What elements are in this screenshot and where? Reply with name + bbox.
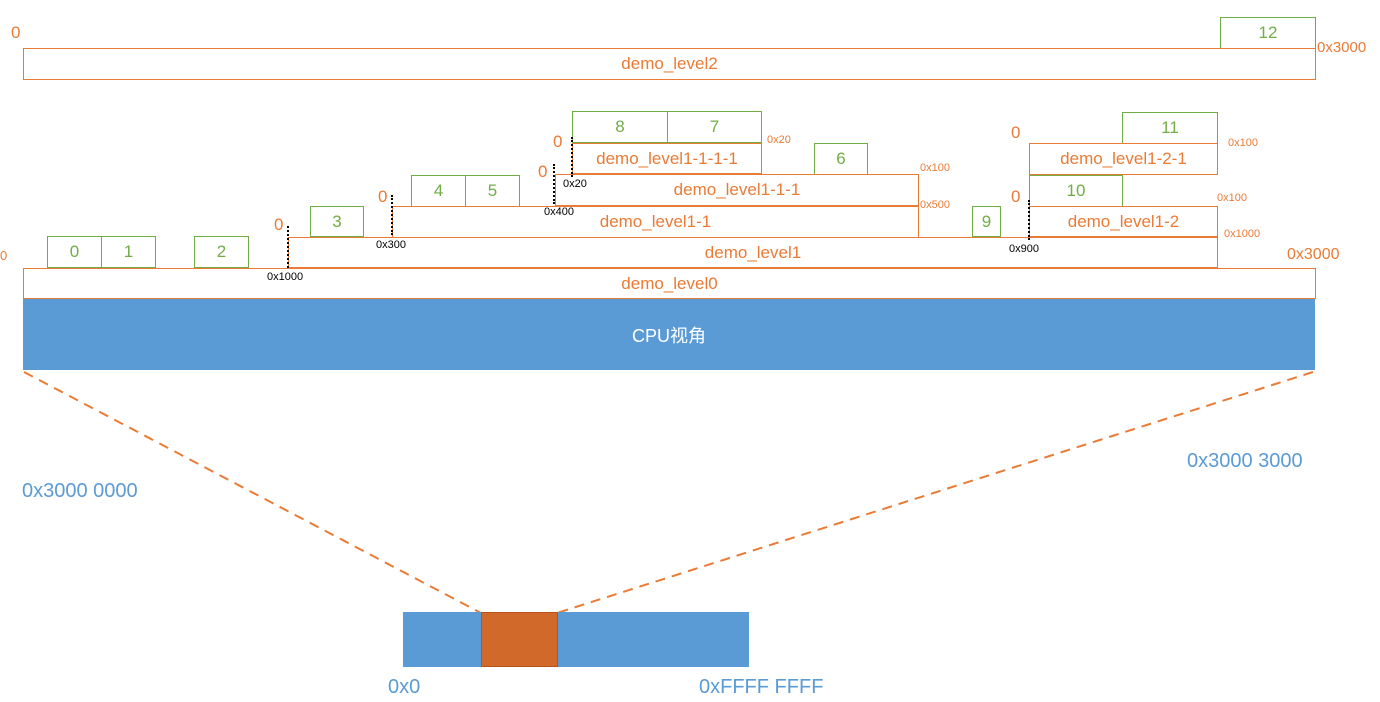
level1-end-label: 0x1000 bbox=[1224, 228, 1261, 240]
memory-bar-right bbox=[558, 612, 749, 667]
box-1: 1 bbox=[101, 236, 156, 268]
box-7: 7 bbox=[667, 111, 762, 143]
level1-1-1-offset-label: 0x400 bbox=[544, 206, 574, 218]
box-11: 11 bbox=[1122, 112, 1218, 144]
region-demo-level0: demo_level0 bbox=[23, 268, 1316, 299]
cpu-view-bar: CPU视角 bbox=[23, 299, 1315, 370]
box-12: 12 bbox=[1220, 17, 1316, 49]
level1-2-1-end-label: 0x100 bbox=[1228, 137, 1258, 149]
level1-1-1-1-start-label: 0 bbox=[553, 132, 563, 151]
memory-end-address: 0xFFFF FFFF bbox=[699, 676, 824, 698]
memory-start-address: 0x0 bbox=[388, 676, 421, 698]
level0-end-label: 0x3000 bbox=[1287, 246, 1340, 263]
window-end-address: 0x3000 3000 bbox=[1187, 450, 1303, 472]
level1-1-1-start-label: 0 bbox=[538, 162, 548, 181]
memory-bar-left bbox=[403, 612, 481, 667]
region-demo-level1-1-1: demo_level1-1-1 bbox=[555, 174, 919, 206]
level2-end-label: 0x3000 bbox=[1317, 39, 1367, 56]
connector-left-line bbox=[23, 371, 482, 614]
level1-2-start-label: 0 bbox=[1011, 187, 1021, 206]
level1-1-1-end-label: 0x100 bbox=[920, 162, 950, 174]
box-10: 10 bbox=[1029, 175, 1123, 207]
level1-1-1-1-offset-label: 0x20 bbox=[563, 178, 587, 190]
level1-2-offset-label: 0x900 bbox=[1009, 243, 1039, 255]
box-4: 4 bbox=[411, 175, 466, 207]
box-5: 5 bbox=[465, 175, 520, 207]
level1-2-offset-marker bbox=[1028, 200, 1030, 240]
box-3: 3 bbox=[310, 206, 364, 237]
level1-1-offset-label: 0x300 bbox=[376, 239, 406, 251]
level1-1-offset-marker bbox=[391, 195, 393, 235]
box-8: 8 bbox=[572, 111, 668, 143]
box-6: 6 bbox=[814, 143, 868, 175]
memory-window-highlight bbox=[481, 612, 558, 667]
level1-offset-label: 0x1000 bbox=[267, 271, 304, 283]
level1-1-end-label: 0x500 bbox=[920, 199, 950, 211]
level2-start-label: 0 bbox=[11, 23, 21, 42]
level1-1-start-label: 0 bbox=[378, 187, 388, 206]
level1-1-1-1-offset-marker bbox=[571, 137, 573, 177]
level1-1-1-offset-marker bbox=[553, 164, 555, 204]
region-demo-level2: demo_level2 bbox=[23, 48, 1316, 80]
window-start-address: 0x3000 0000 bbox=[22, 480, 138, 502]
level1-2-1-start-label: 0 bbox=[1011, 123, 1021, 142]
level1-offset-marker bbox=[287, 226, 289, 268]
level1-1-1-1-end-label: 0x20 bbox=[767, 134, 791, 146]
box-2: 2 bbox=[194, 236, 249, 268]
level0-start-label: 0 bbox=[0, 248, 8, 263]
connector-right-line bbox=[556, 371, 1314, 614]
level1-2-end-label: 0x100 bbox=[1217, 192, 1247, 204]
box-0: 0 bbox=[47, 236, 102, 268]
region-demo-level1-2-1: demo_level1-2-1 bbox=[1029, 143, 1218, 175]
box-9: 9 bbox=[972, 206, 1001, 237]
level1-start-label: 0 bbox=[274, 215, 284, 234]
